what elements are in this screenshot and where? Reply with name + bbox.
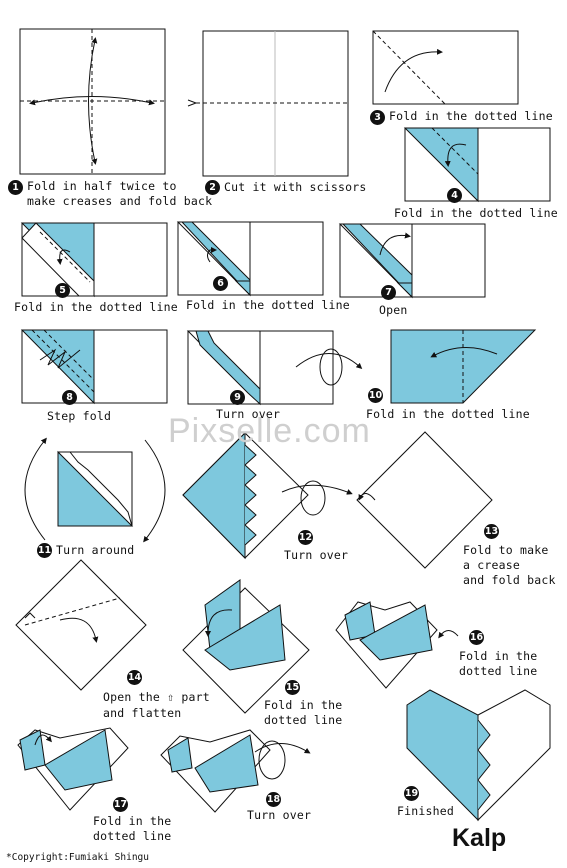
step-14-number: 14 (127, 670, 142, 685)
step-18-caption: Turn over (247, 808, 312, 822)
step-12-figure (182, 431, 353, 560)
step-4-caption: Fold in the dotted line (394, 206, 558, 220)
step-17-figure (17, 727, 129, 811)
step-11-number: 11 (37, 543, 52, 558)
step-13-caption-line-1: Fold to make (463, 543, 549, 557)
step-8-caption: Step fold (47, 409, 112, 423)
watermark-text: Pixselle.com (168, 412, 371, 450)
step-8-number: 8 (62, 390, 77, 405)
step-18-figure (160, 729, 311, 813)
step-17-number: 17 (113, 797, 128, 812)
step-19-number: 19 (404, 786, 419, 801)
step-2-figure (187, 30, 349, 177)
step-6-number: 6 (213, 276, 228, 291)
step-15-figure (182, 579, 310, 714)
step-15-number: 15 (285, 680, 300, 695)
step-12-number: 12 (298, 530, 313, 545)
step-9-figure (186, 330, 363, 406)
step-1-caption-line-1: Fold in half twice to (27, 179, 177, 193)
step-10-number: 10 (368, 388, 383, 403)
step-15-caption-line-1: Fold in the (264, 698, 343, 712)
step-19-figure (406, 689, 551, 822)
step-13-number: 13 (484, 524, 499, 539)
step-1-number: 1 (8, 180, 23, 195)
step-4-figure (403, 127, 551, 203)
step-2-caption: Cut it with scissors (224, 180, 367, 194)
copyright-text: *Copyright:Fumiaki Shingu (6, 852, 149, 863)
step-14-caption-line-2: and flatten (103, 706, 182, 720)
step-14-figure (15, 559, 147, 691)
step-17-caption-line-1: Fold in the (93, 814, 172, 828)
step-16-figure (335, 601, 459, 689)
page-title: Kalp (452, 824, 507, 852)
step-10-caption: Fold in the dotted line (366, 407, 530, 421)
step-12-caption: Turn over (284, 548, 349, 562)
step-1-caption-line-2: make creases and fold back (27, 194, 213, 208)
step-15-caption-line-2: dotted line (264, 713, 343, 727)
step-14-caption-line-1: Open the ⇧ part (103, 690, 210, 704)
step-7-number: 7 (381, 285, 396, 300)
step-1-figure (19, 28, 166, 175)
step-13-caption-line-2: a crease (463, 558, 520, 572)
step-16-number: 16 (469, 630, 484, 645)
step-11-caption: Turn around (56, 543, 135, 557)
step-13-figure (356, 431, 493, 569)
step-8-figure (20, 329, 168, 405)
step-5-number: 5 (55, 283, 70, 298)
step-16-caption-line-2: dotted line (459, 664, 538, 678)
step-5-caption: Fold in the dotted line (14, 300, 178, 314)
step-11-figure (24, 437, 166, 543)
step-3-figure (372, 30, 519, 105)
step-10-figure (390, 329, 537, 404)
step-6-caption: Fold in the dotted line (186, 298, 350, 312)
step-9-caption: Turn over (216, 407, 281, 421)
step-13-caption-line-3: and fold back (463, 573, 556, 587)
step-19-caption: Finished (397, 804, 454, 818)
step-3-caption: Fold in the dotted line (389, 109, 553, 123)
step-17-caption-line-2: dotted line (93, 829, 172, 843)
step-18-number: 18 (266, 792, 281, 807)
step-4-number: 4 (447, 188, 462, 203)
step-7-caption: Open (379, 303, 408, 317)
step-3-number: 3 (370, 110, 385, 125)
step-9-number: 9 (230, 390, 245, 405)
step-6-figure (176, 221, 324, 297)
step-5-figure (20, 222, 168, 298)
step-16-caption-line-1: Fold in the (459, 649, 538, 663)
step-2-number: 2 (205, 180, 220, 195)
step-7-figure (338, 223, 486, 299)
